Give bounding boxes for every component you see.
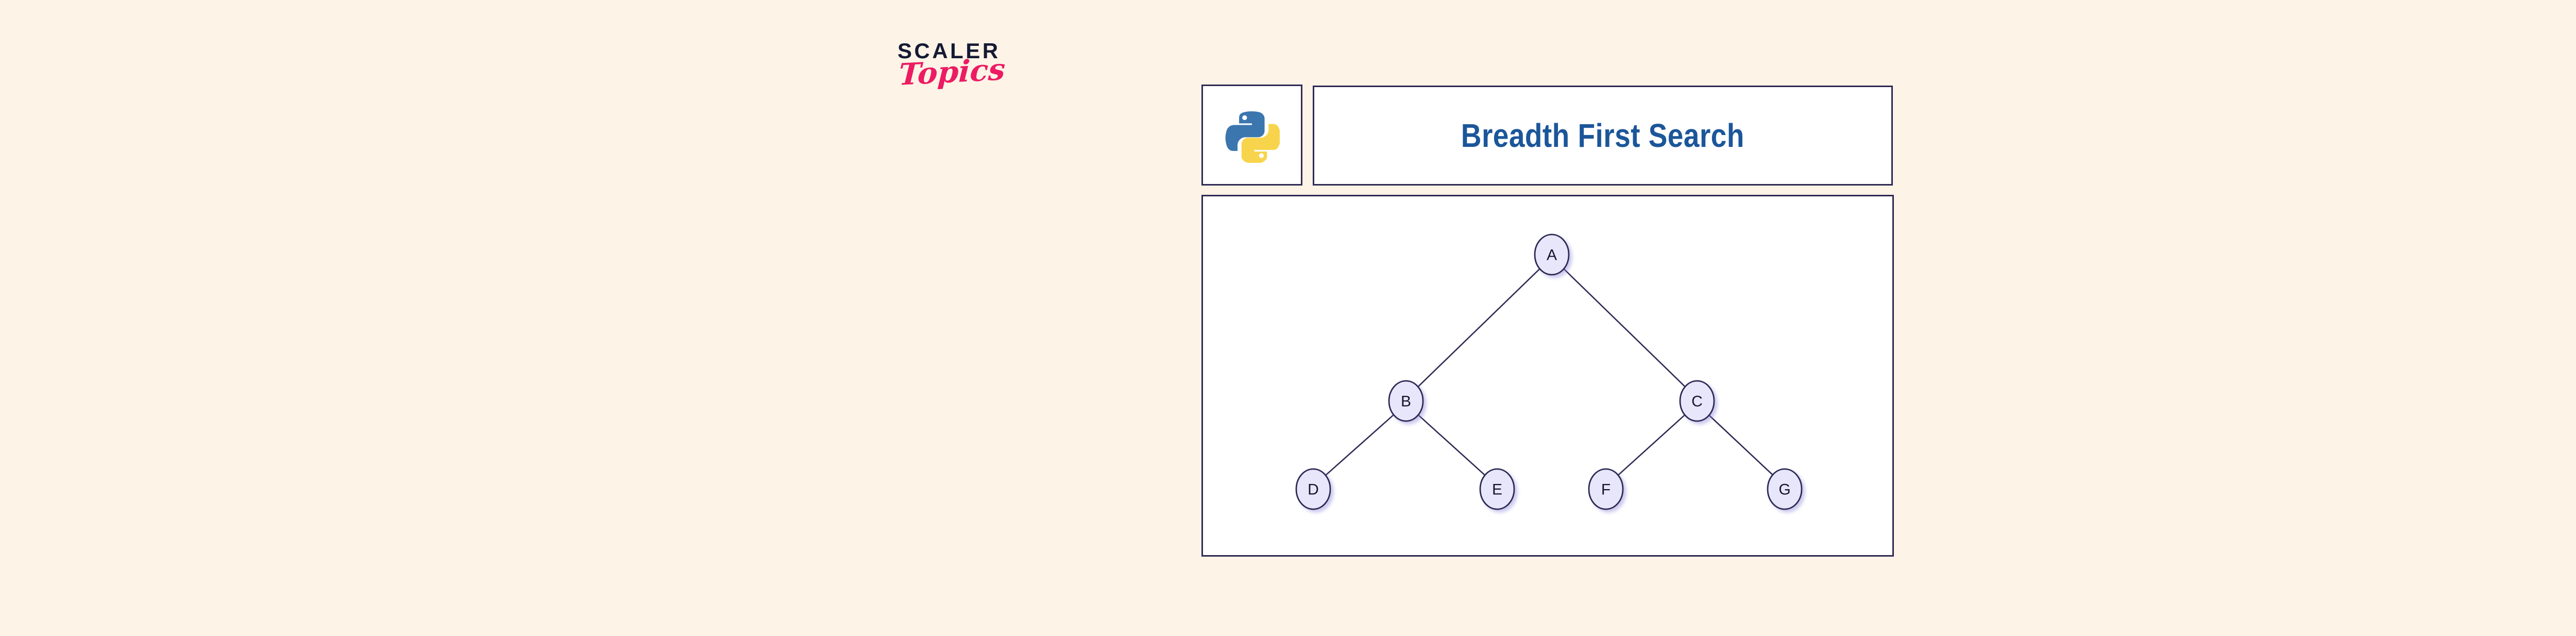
title-box: Breadth First Search xyxy=(1313,86,1893,186)
tree-node-shape xyxy=(1679,380,1715,422)
tree-node-shape xyxy=(1388,380,1424,422)
tree-node-label: E xyxy=(1492,481,1502,498)
tree-node-a[interactable]: A xyxy=(1534,233,1570,276)
page-title: Breadth First Search xyxy=(1461,117,1744,154)
tree-node-label: D xyxy=(1308,481,1319,498)
tree-node-shape xyxy=(1295,468,1331,510)
tree-node-label: F xyxy=(1601,481,1611,498)
tree-node-label: C xyxy=(1691,393,1703,410)
tree-node-label: A xyxy=(1547,247,1557,264)
tree-edge-a-c xyxy=(1563,268,1686,388)
tree-node-f[interactable]: F xyxy=(1588,468,1624,510)
tree-node-shape xyxy=(1588,468,1624,510)
card-header-row: Breadth First Search xyxy=(1201,85,1894,187)
tree-edge-c-f xyxy=(1617,414,1686,476)
tree-node-g[interactable]: G xyxy=(1767,468,1803,510)
tree-edge-b-e xyxy=(1417,414,1486,476)
brand-wordmark-scaler: SCALER xyxy=(897,39,1001,63)
tree-edge-c-g xyxy=(1708,414,1773,476)
tree-node-e[interactable]: E xyxy=(1479,468,1515,510)
tree-node-label: B xyxy=(1401,393,1411,410)
tree-edge-group xyxy=(1325,268,1773,476)
tree-node-label: G xyxy=(1778,481,1790,498)
tree-node-c[interactable]: C xyxy=(1679,380,1715,422)
tree-node-group: A B C D E F G xyxy=(1295,233,1803,510)
bfs-tree-svg: A B C D E F G xyxy=(1295,233,1803,510)
tree-diagram-panel: A B C D E F G xyxy=(1201,195,1894,557)
scaler-topics-logo: SCALER Topics xyxy=(896,40,1041,107)
python-logo-icon xyxy=(1225,111,1280,163)
tree-node-shape xyxy=(1479,468,1515,510)
brand-script-topics: Topics xyxy=(897,52,1006,92)
tree-edge-b-d xyxy=(1325,414,1395,476)
tree-node-shape xyxy=(1534,233,1570,276)
tree-edge-a-b xyxy=(1417,268,1540,388)
python-logo-box xyxy=(1201,85,1302,186)
tree-node-d[interactable]: D xyxy=(1295,468,1331,510)
tree-node-shape xyxy=(1767,468,1803,510)
tree-node-b[interactable]: B xyxy=(1388,380,1424,422)
